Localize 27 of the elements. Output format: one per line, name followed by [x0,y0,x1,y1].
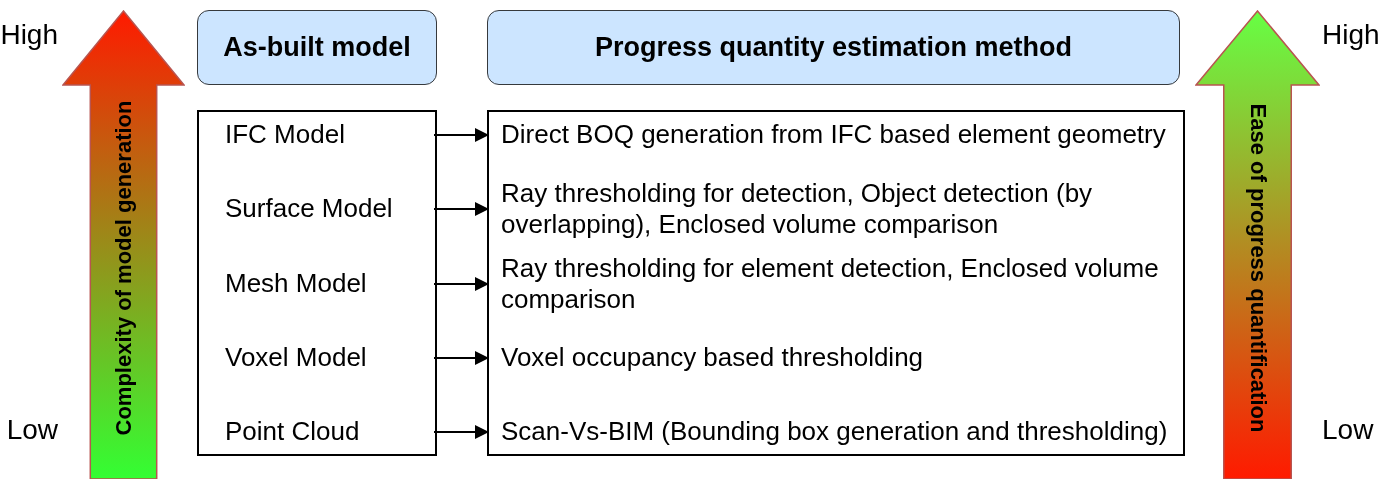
scale-label: Low [6,413,58,447]
arrow [433,425,490,439]
header-box [197,10,437,85]
axis-label: Complexity of model generation [110,100,137,436]
header-text: Progress quantity estimation method [594,31,1073,64]
list-box [487,110,1185,456]
method-text: Direct BOQ generation from IFC based element geometry [501,119,1166,151]
list-box [197,110,437,456]
scale-label: Low [1322,413,1374,447]
header-text: As-built model [223,31,411,64]
header-box [487,10,1180,85]
method-text: Voxel occupancy based thresholding [501,342,924,374]
model-name: Point Cloud [225,416,360,448]
arrow [433,351,490,365]
method-text: Ray thresholding for detection, Object detection (by overlapping), Enclosed volume comparison [501,177,1094,241]
method-text: Ray thresholding for element detection, Enclosed volume comparison [501,252,1160,316]
arrow [433,202,490,216]
model-name: Mesh Model [225,268,367,300]
method-text: Scan-Vs-BIM (Bounding box generation and thresholding) [501,416,1168,448]
axis-label: Ease of progress quantification [1244,103,1271,433]
scale-label: High [1322,18,1380,52]
scale-label: High [0,18,58,52]
model-name: Surface Model [225,193,393,225]
model-name: Voxel Model [225,342,367,374]
arrow [433,128,490,142]
arrow [433,277,490,291]
model-name: IFC Model [225,119,345,151]
